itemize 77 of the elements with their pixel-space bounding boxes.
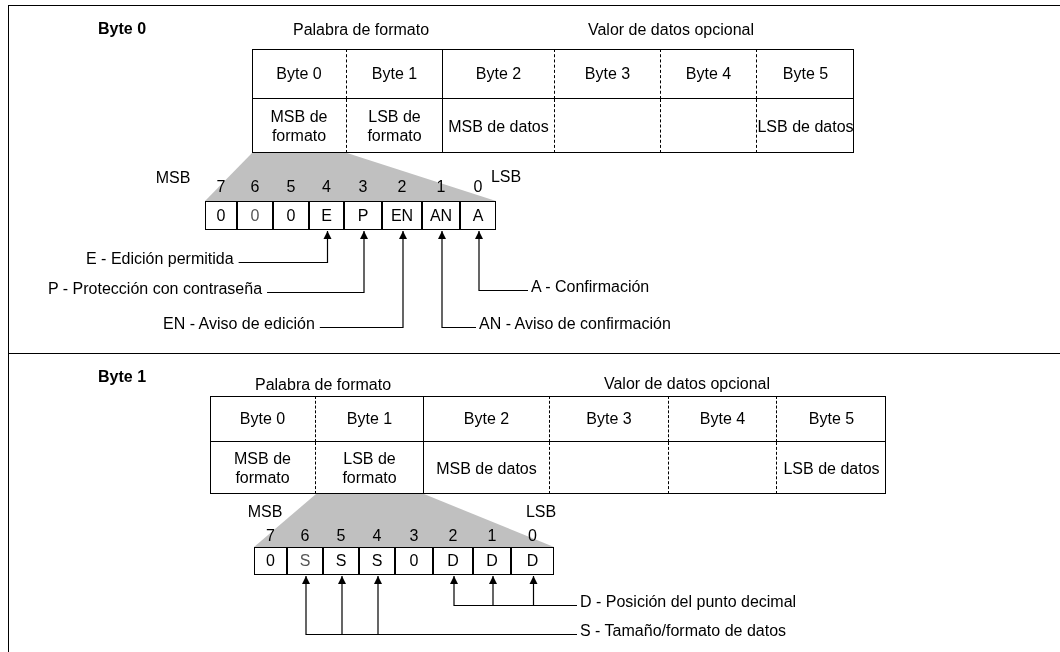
arrow (475, 230, 529, 292)
bit-cell: 0 (254, 547, 287, 575)
bit-cell: EN (382, 201, 422, 230)
arrow (529, 575, 578, 607)
bit-order-label: LSB (490, 167, 522, 186)
table-cell: MSB de datos (443, 99, 555, 153)
bit-number: 1 (436, 177, 446, 196)
bit-cell: P (344, 201, 382, 230)
panel (8, 353, 1060, 652)
bit-number: 0 (473, 177, 483, 196)
arrow (238, 230, 332, 264)
bit-number: 5 (336, 526, 346, 545)
legend-text: S - Tamaño/formato de datos (580, 621, 787, 640)
bit-cell: S (287, 547, 323, 575)
legend-text: A - Confirmación (531, 277, 650, 296)
table-cell: Byte 5 (777, 396, 886, 442)
bit-number: 2 (397, 177, 407, 196)
table-cell: Byte 1 (347, 49, 443, 99)
table-cell: Byte 3 (555, 49, 661, 99)
table-cell: Byte 1 (316, 396, 424, 442)
table-cell: Byte 2 (443, 49, 555, 99)
bit-number: 0 (528, 526, 537, 545)
section-heading: Palabra de formato (254, 375, 392, 394)
bit-cell: E (309, 201, 344, 230)
bit-number: 7 (266, 526, 275, 545)
bit-cell: AN (422, 201, 460, 230)
section-heading: Palabra de formato (292, 20, 430, 39)
bit-number: 6 (250, 177, 260, 196)
table-cell: Byte 4 (669, 396, 777, 442)
arrow (319, 230, 407, 329)
legend-text: AN - Aviso de confirmación (479, 314, 671, 333)
legend-text: P - Protección con contraseña (48, 279, 263, 298)
bit-cell: 0 (237, 201, 273, 230)
bit-number: 3 (358, 177, 368, 196)
bit-cell: 0 (395, 547, 433, 575)
bit-number: 1 (487, 526, 497, 545)
table-cell: Byte 0 (252, 49, 347, 99)
table-cell: Byte 0 (210, 396, 316, 442)
bit-cell: D (473, 547, 511, 575)
table-cell: MSB de formato (210, 442, 316, 494)
legend-text: D - Posición del punto decimal (580, 592, 797, 611)
arrow (438, 230, 477, 329)
bit-order-label: LSB (525, 502, 557, 521)
table-cell-text: LSB de datos (757, 116, 854, 137)
bit-number: 4 (322, 177, 331, 196)
bit-cell: S (323, 547, 359, 575)
section-heading: Valor de datos opcional (588, 20, 754, 39)
table-cell: Byte 3 (550, 396, 669, 442)
table-cell-text: LSB de datos (782, 458, 881, 479)
table-cell: Byte 5 (757, 49, 854, 99)
panel (8, 5, 1060, 353)
bit-number: 3 (409, 526, 419, 545)
bit-number: 4 (372, 526, 382, 545)
bit-cell: 0 (273, 201, 309, 230)
bit-cell: S (359, 547, 395, 575)
bit-number: 6 (300, 526, 310, 545)
legend-text: EN - Aviso de edición (163, 314, 315, 333)
bit-cell: A (460, 201, 496, 230)
table-cell: LSB de formato (347, 99, 443, 153)
bit-order-label: MSB (155, 168, 191, 187)
panel-heading: Byte 1 (98, 367, 147, 386)
bit-order-label: MSB (247, 502, 283, 521)
section-heading: Valor de datos opcional (604, 374, 770, 393)
table-cell: LSB de formato (316, 442, 424, 494)
bit-cell: D (433, 547, 473, 575)
table-cell: MSB de datos (424, 442, 550, 494)
table-cell: MSB de formato (252, 99, 347, 153)
bit-number: 5 (286, 177, 296, 196)
table-cell: Byte 2 (424, 396, 550, 442)
table-cell: Byte 4 (661, 49, 757, 99)
legend-text: E - Edición permitida (86, 249, 234, 268)
panel-heading: Byte 0 (98, 19, 147, 38)
bit-number: 7 (216, 177, 226, 196)
bit-number: 2 (448, 526, 458, 545)
arrow (266, 230, 368, 294)
bit-cell: D (511, 547, 554, 575)
bit-cell: 0 (205, 201, 237, 230)
